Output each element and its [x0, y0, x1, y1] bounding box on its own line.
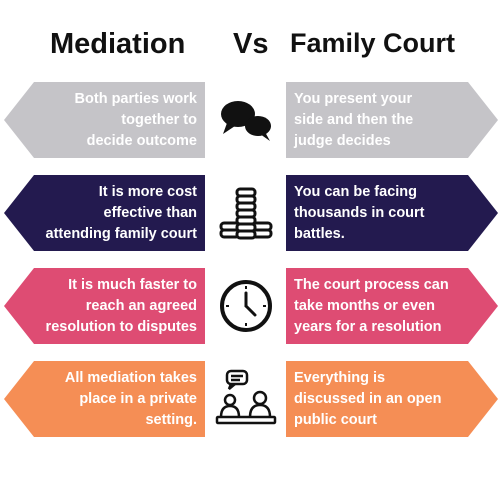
- court-point: The court process can take months or eve…: [294, 276, 449, 335]
- comparison-row-cost: It is more cost effective than attending…: [0, 175, 500, 251]
- title-vs: Vs: [233, 28, 269, 60]
- mediation-arrow: It is more cost effective than attending…: [4, 175, 205, 251]
- court-point: You present your side and then the judge…: [294, 90, 414, 149]
- clock-icon: [213, 274, 279, 338]
- comparison-row-privacy: All mediation takes place in a private s…: [0, 361, 500, 437]
- court-arrow: The court process can take months or eve…: [286, 268, 498, 344]
- mediation-arrow: All mediation takes place in a private s…: [4, 361, 205, 437]
- comparison-row-outcome: Both parties work together to decide out…: [0, 82, 500, 158]
- mediation-arrow: Both parties work together to decide out…: [4, 82, 205, 158]
- title-family-court: Family Court: [290, 28, 456, 58]
- mediation-point: Both parties work together to decide out…: [74, 90, 197, 149]
- mediation-point: It is more cost effective than attending…: [45, 183, 197, 242]
- meeting-icon: [213, 367, 279, 431]
- court-arrow: You can be facing thousands in court bat…: [286, 175, 498, 251]
- court-point: Everything is discussed in an open publi…: [294, 369, 442, 428]
- mediation-arrow: It is much faster to reach an agreed res…: [4, 268, 205, 344]
- court-point: You can be facing thousands in court bat…: [294, 183, 425, 242]
- mediation-point: All mediation takes place in a private s…: [64, 369, 197, 428]
- court-arrow: Everything is discussed in an open publi…: [286, 361, 498, 437]
- title-mediation: Mediation: [50, 28, 186, 60]
- mediation-point: It is much faster to reach an agreed res…: [45, 276, 197, 335]
- comparison-row-speed: It is much faster to reach an agreed res…: [0, 268, 500, 344]
- speech-bubbles-icon: [213, 88, 279, 152]
- coin-stacks-icon: [213, 181, 279, 245]
- court-arrow: You present your side and then the judge…: [286, 82, 498, 158]
